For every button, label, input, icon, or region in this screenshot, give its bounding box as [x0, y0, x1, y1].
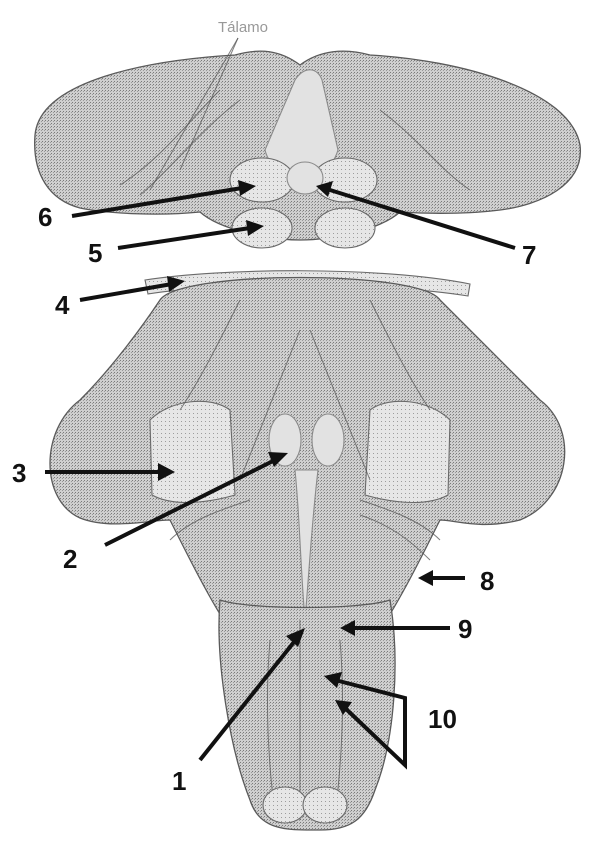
right-gracile-tubercle — [302, 786, 348, 824]
label-6: 6 — [38, 202, 52, 232]
label-9: 9 — [458, 614, 472, 644]
arrow-6 — [71, 180, 256, 218]
arrow-10 — [324, 672, 407, 770]
left-gracile-tubercle — [262, 786, 308, 824]
label-10: 10 — [428, 704, 457, 734]
arrow-5 — [117, 220, 264, 250]
arrow-7 — [316, 181, 516, 250]
label-2: 2 — [63, 544, 77, 574]
left-inferior-colliculus — [231, 207, 293, 249]
pons-body — [49, 276, 566, 631]
label-1: 1 — [172, 766, 186, 796]
arrow-1 — [198, 628, 305, 762]
arrow-4 — [79, 276, 185, 302]
left-superior-colliculus — [229, 157, 295, 203]
label-5: 5 — [88, 238, 102, 268]
medulla — [218, 599, 396, 831]
label-3: 3 — [12, 458, 26, 488]
right-cerebellar-peduncle-cut — [364, 400, 451, 504]
thalamus-label: Tálamo — [218, 19, 268, 36]
right-facial-colliculus — [311, 413, 345, 467]
arrow-2 — [104, 452, 288, 547]
label-8: 8 — [480, 566, 494, 596]
arrow-9 — [340, 620, 450, 636]
label-4: 4 — [55, 290, 70, 320]
pineal-body — [286, 161, 324, 195]
right-inferior-colliculus — [314, 207, 376, 249]
arrow-3 — [45, 463, 175, 481]
left-cerebellar-peduncle-cut — [149, 400, 236, 504]
arrow-8 — [418, 570, 465, 586]
label-7: 7 — [522, 240, 536, 270]
